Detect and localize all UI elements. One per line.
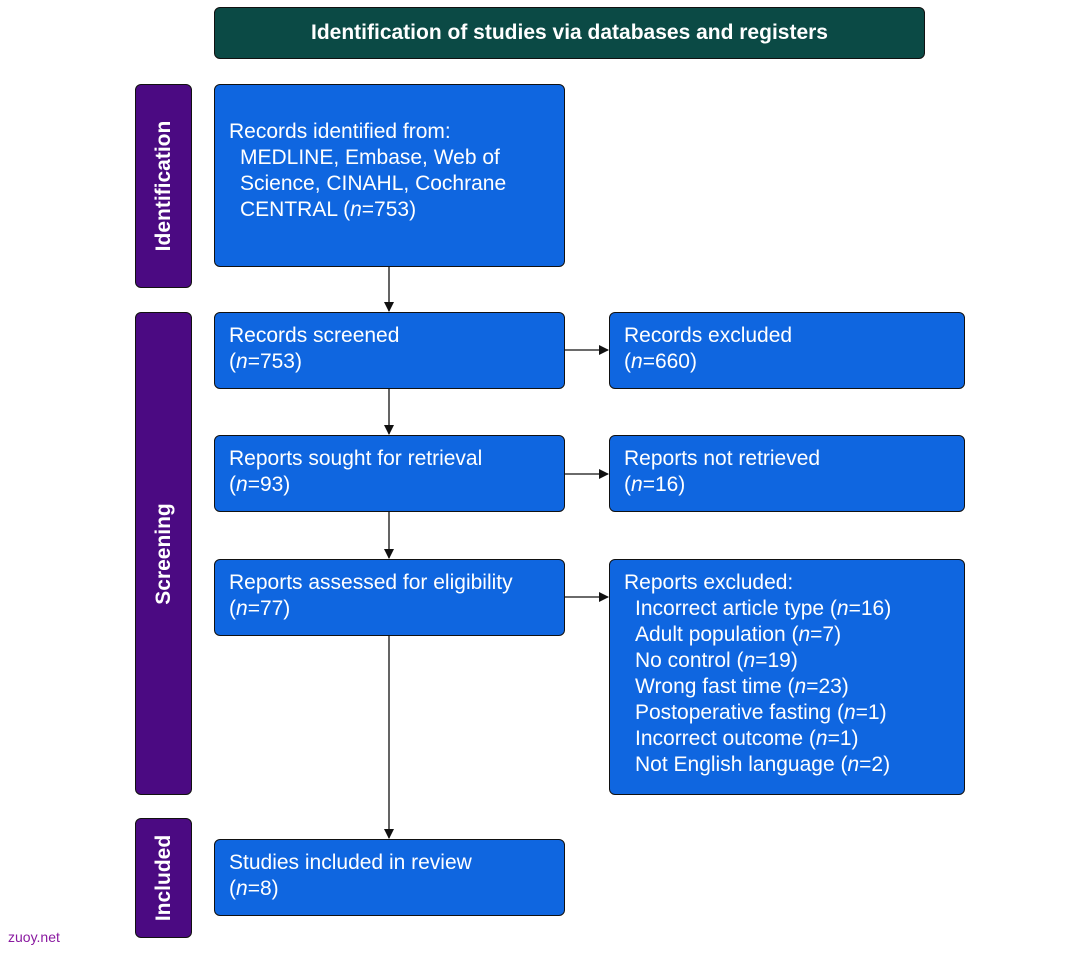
reports-not-retrieved-label: Reports not retrieved [624,447,821,470]
records-identified-line2: MEDLINE, Embase, Web of [240,146,500,169]
reports-excluded-box: Reports excluded: Incorrect article type… [609,559,965,795]
reports-sought-count: (n=93) [229,473,291,496]
records-screened-label: Records screened [229,324,400,347]
reports-excluded-label: Reports excluded: [624,571,794,594]
studies-included-count: (n=8) [229,877,279,900]
exclusion-reason: Postoperative fasting (n=1) [635,701,887,724]
records-screened-count: (n=753) [229,350,302,373]
reports-sought-label: Reports sought for retrieval [229,447,483,470]
records-identified-line1: Records identified from: [229,120,451,143]
exclusion-reason: Wrong fast time (n=23) [635,675,849,698]
records-excluded-count: (n=660) [624,350,697,373]
header-title: Identification of studies via databases … [214,7,925,59]
watermark: zuoy.net [8,929,60,945]
exclusion-reason: No control (n=19) [635,649,798,672]
reports-assessed-box: Reports assessed for eligibility (n=77) [214,559,565,636]
stage-identification: Identification [135,84,192,288]
studies-included-box: Studies included in review (n=8) [214,839,565,916]
records-identified-line4: CENTRAL (n=753) [240,198,417,221]
exclusion-reason: Incorrect outcome (n=1) [635,727,859,750]
exclusion-reason: Adult population (n=7) [635,623,842,646]
stage-included: Included [135,818,192,938]
records-screened-box: Records screened (n=753) [214,312,565,389]
exclusion-reason: Not English language (n=2) [635,753,891,776]
reports-assessed-count: (n=77) [229,597,291,620]
records-excluded-box: Records excluded (n=660) [609,312,965,389]
records-excluded-label: Records excluded [624,324,793,347]
reports-not-retrieved-box: Reports not retrieved (n=16) [609,435,965,512]
studies-included-label: Studies included in review [229,851,472,874]
reports-not-retrieved-count: (n=16) [624,473,686,496]
stage-screening: Screening [135,312,192,795]
records-identified-line3: Science, CINAHL, Cochrane [240,172,507,195]
reports-sought-box: Reports sought for retrieval (n=93) [214,435,565,512]
records-identified-box: Records identified from: MEDLINE, Embase… [214,84,565,267]
reports-assessed-label: Reports assessed for eligibility [229,571,513,594]
exclusion-reason: Incorrect article type (n=16) [635,597,892,620]
